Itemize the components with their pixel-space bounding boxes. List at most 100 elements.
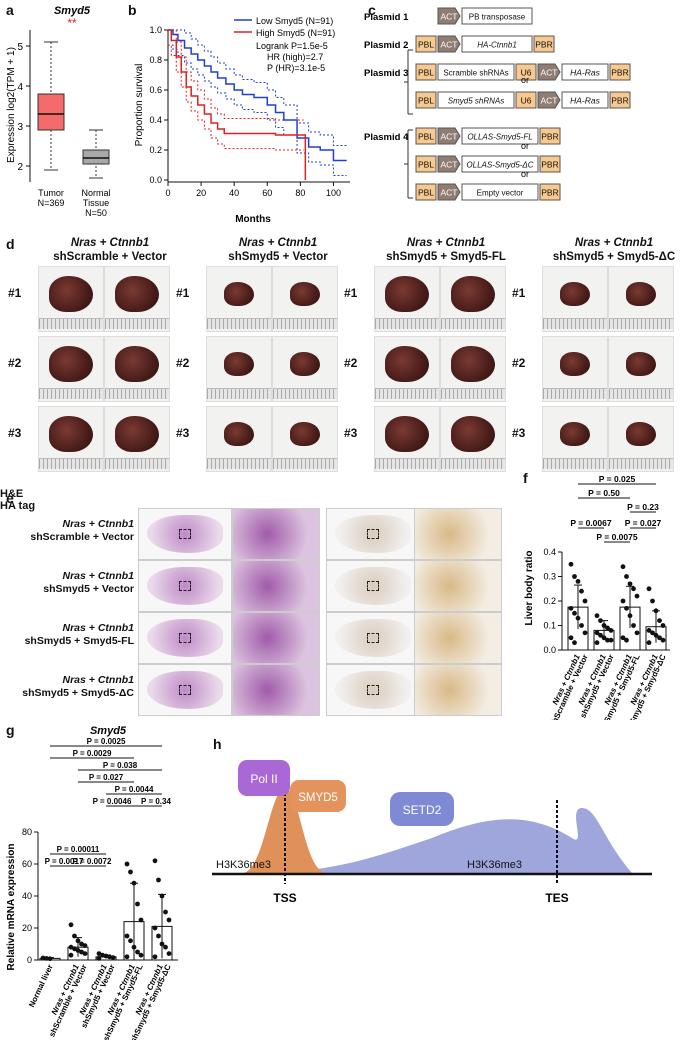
plasmid-element [437,91,515,109]
plasmid-label: Plasmid 2 [364,40,408,51]
tick-label-b-y: 0.0 [149,175,162,185]
group-title-line1: Nras + Ctnnb1 [70,237,150,249]
point-g [131,944,137,950]
tissue-section [147,567,223,605]
plasmid-element-label: U6 [521,68,532,78]
tick-label-g: 60 [22,859,32,869]
point-f [598,632,603,638]
section-zoom [232,664,320,716]
point-f [657,618,662,623]
point-f [568,635,574,641]
zoom-box [179,529,191,539]
liver-specimen [451,276,495,312]
scale-ruler [39,458,103,469]
liver-specimen [115,346,159,382]
category-label-g: Normal liver [27,963,55,1009]
liver-photo [542,336,608,402]
liver-photo [608,406,674,472]
plasmid-element [415,63,437,81]
section-overview [138,560,232,612]
plasmid-element [533,35,555,53]
tick-label-b-x: 40 [229,188,239,198]
tick-label-g: 80 [22,827,32,837]
liver-specimen [49,276,93,312]
zoom-box [179,633,191,643]
row-label-line1: Nras + Ctnnb1 [62,622,134,634]
point-f [631,586,636,592]
plasmid-element [539,155,561,173]
plasmid-label: Plasmid 1 [364,12,409,23]
tick-label-f: 0.4 [543,547,556,557]
tick-label-b-y: 0.8 [149,55,162,65]
column-title-he: H&E [0,488,24,500]
liver-specimen [49,346,93,382]
pvalue-label-g: P = 0.0029 [73,749,112,758]
tick-label-f: 0.0 [543,645,556,655]
panel-label-e: e [6,490,14,506]
replicate-label: #3 [176,426,190,440]
point-g [166,951,172,956]
point-g [68,952,74,958]
plasmid-element [415,155,437,173]
plasmid-element [539,183,561,201]
scale-ruler [609,458,673,469]
tick-label-b-x: 60 [262,188,272,198]
liver-specimen [451,416,495,452]
scale-ruler [375,388,439,399]
section-overview [138,612,232,664]
scale-ruler [375,318,439,329]
point-g [47,956,53,962]
liver-specimen [560,352,590,376]
scale-ruler [609,318,673,329]
liver-photo [104,266,170,332]
point-f [646,640,652,646]
scale-ruler [39,388,103,399]
point-f [572,640,577,646]
pvalue-label-g: P = 0.00011 [57,845,100,854]
legend-low: Low Smyd5 (N=91) [256,16,333,26]
point-g [156,933,161,939]
point-g [163,909,168,915]
liver-photo [38,406,104,472]
section-overview [326,664,420,716]
group-name-normal: Normal [81,188,110,198]
tick-label-a: 2 [17,162,23,173]
point-g [131,880,137,886]
scale-ruler [273,388,337,399]
tick-label-f: 0.1 [543,621,556,631]
point-g [40,955,46,961]
replicate-label: #1 [512,286,526,300]
promoter-shape [437,183,461,201]
replicate-label: #3 [512,426,526,440]
survival-chart: Proportion survival Months 0.00.20.40.60… [134,16,350,225]
liver-specimen [224,422,254,446]
plasmid-element-label: Scramble shRNAs [443,69,508,78]
mark-body-label: H3K36me3 [467,859,522,871]
liver-photo [272,406,338,472]
liver-specimen [115,276,159,312]
group-n-normal: N=50 [85,208,107,218]
tick-label-g: 20 [22,923,32,933]
point-f [601,623,607,628]
group-title-line2: shScramble + Vector [53,251,167,263]
scale-ruler [105,388,169,399]
point-g [152,954,158,960]
point-f [627,613,633,619]
plasmid-element-label: PBR [541,160,558,170]
plasmid-element-label: HA-Ras [570,96,601,106]
pvalue-label-g: P = 0.34 [141,797,171,806]
liver-photo [38,266,104,332]
plasmid-element [539,127,561,145]
liver-specimen [560,422,590,446]
point-f [582,598,588,604]
liver-photo [104,336,170,402]
plasmid-element [609,63,631,81]
ci-high-upper [168,29,304,121]
scale-ruler [105,318,169,329]
liver-specimen [451,346,495,382]
liver-specimen [290,422,320,446]
